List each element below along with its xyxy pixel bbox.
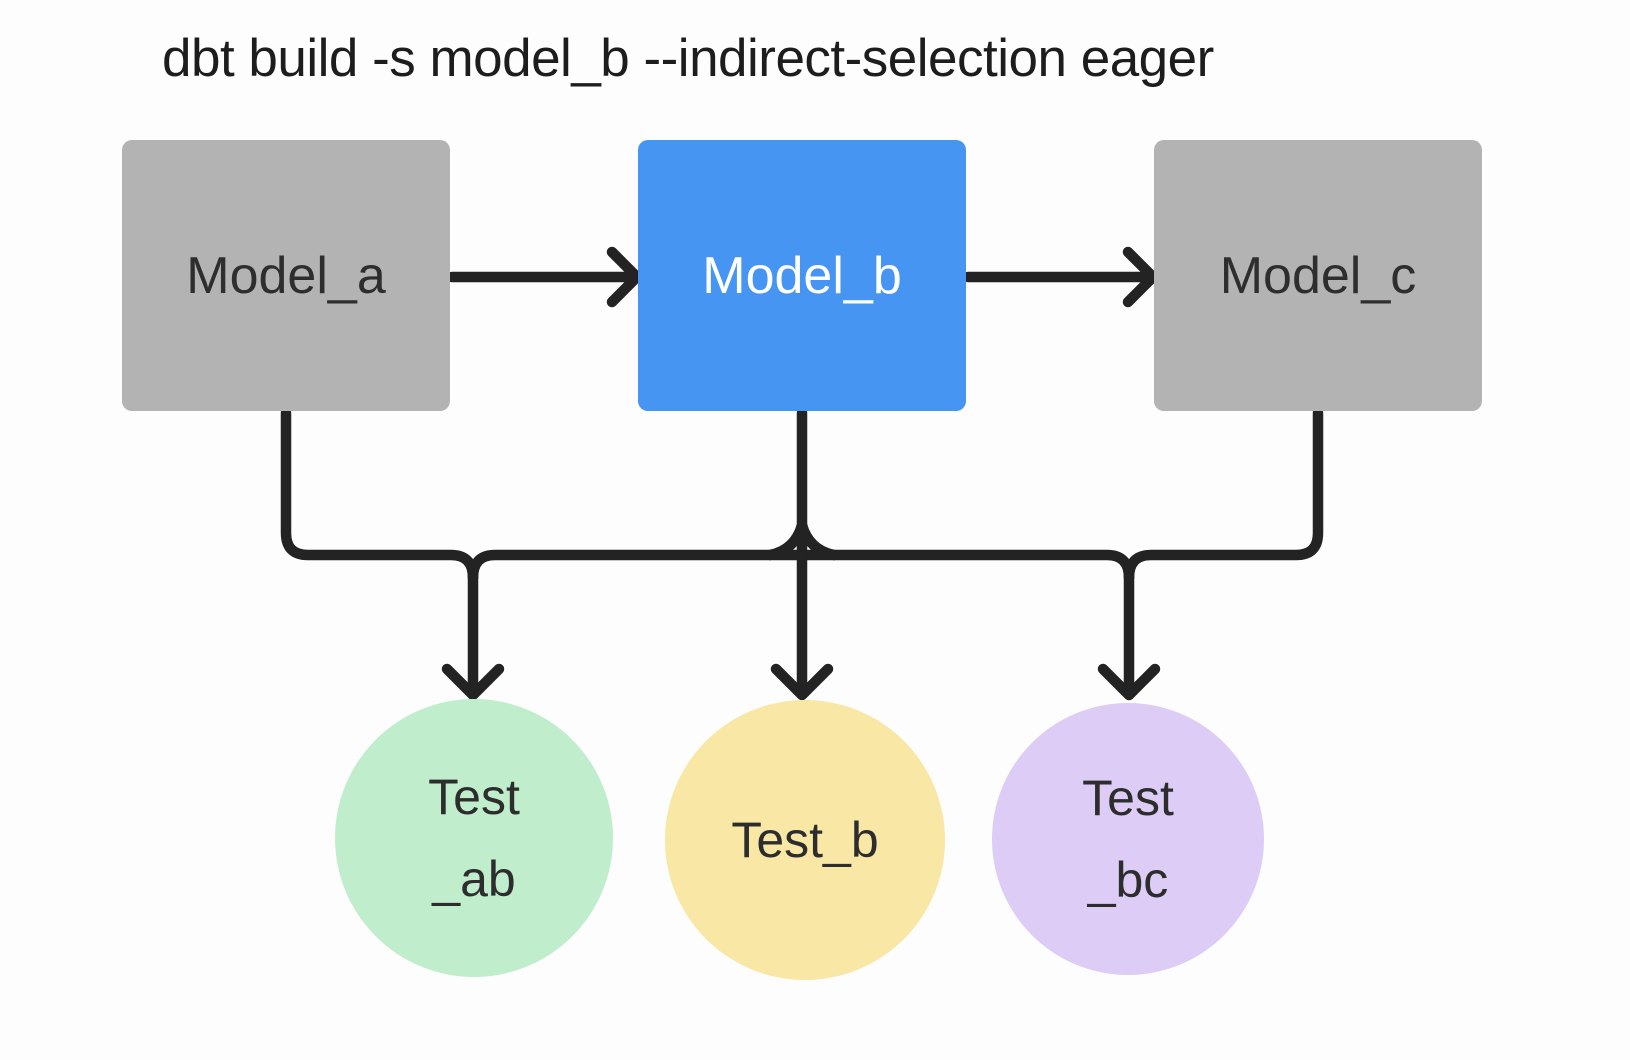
edge-model-b-to-model-c: [962, 246, 1159, 308]
node-model-c: Model_c: [1154, 140, 1482, 411]
edge-bus-to-test-ab: [441, 572, 505, 701]
node-model-c-label: Model_c: [1219, 246, 1417, 305]
edge-model-a-to-model-b: [446, 246, 643, 308]
node-model-b: Model_b: [638, 140, 966, 411]
node-test-b-label: Test_b: [731, 812, 879, 868]
node-test-ab: Test _ab: [335, 699, 613, 977]
node-model-a-label: Model_a: [186, 246, 386, 305]
node-test-bc-label-line2: _bc: [1087, 852, 1169, 908]
node-test-bc: Test _bc: [992, 703, 1264, 975]
node-model-a: Model_a: [122, 140, 450, 411]
node-test-b: Test_b: [665, 700, 945, 980]
node-model-b-label: Model_b: [702, 246, 902, 305]
edge-bus-to-test-bc: [1097, 572, 1161, 701]
node-test-ab-label-line2: _ab: [432, 851, 516, 907]
edge-merge-fillet-right: [796, 519, 840, 561]
diagram-title: dbt build -s model_b --indirect-selectio…: [162, 29, 1214, 88]
node-test-ab-label-line1: Test: [428, 769, 520, 825]
node-test-bc-label-line1: Test: [1082, 770, 1174, 826]
edge-model-a-to-bus: [280, 407, 479, 584]
edge-model-c-to-bus: [1123, 407, 1324, 584]
edge-model-b-to-test-b: [770, 407, 834, 701]
